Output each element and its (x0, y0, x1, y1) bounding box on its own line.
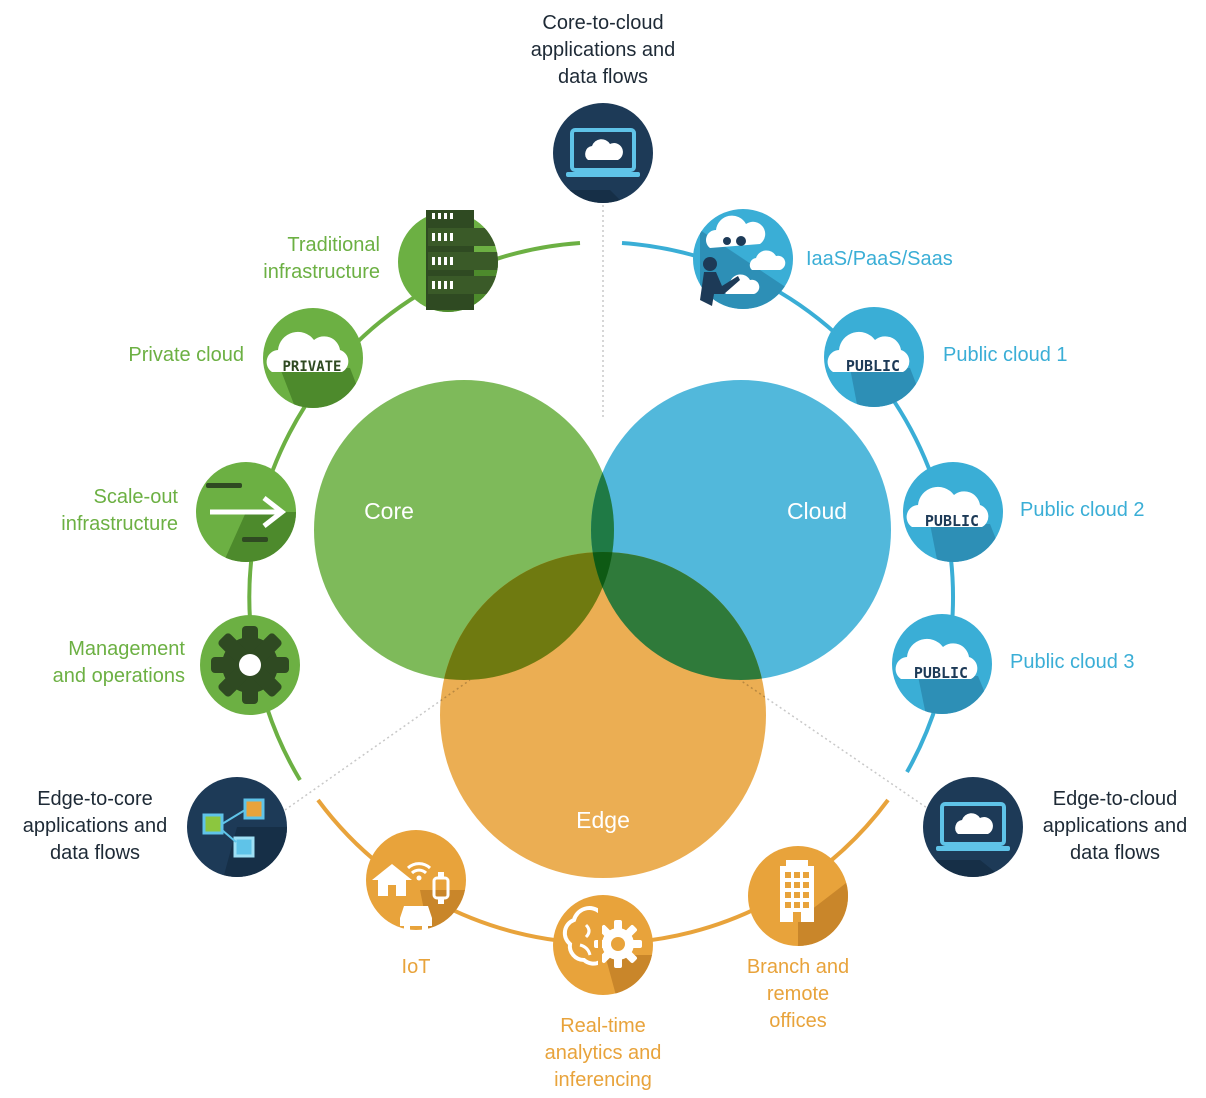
venn-overlaps (440, 380, 766, 680)
private-cloud-label: Private cloud (128, 344, 244, 366)
gear-icon (211, 626, 289, 704)
public-badge-text: PUBLIC (846, 357, 900, 375)
scale-out-label: Scale-out infrastructure (61, 486, 178, 535)
iot-node (366, 830, 466, 930)
private-badge-text: PRIVATE (282, 359, 341, 375)
public-cloud-1-node: PUBLIC (824, 307, 924, 407)
venn (314, 380, 891, 878)
brain-gear-icon (562, 906, 642, 968)
realtime-node (553, 895, 653, 995)
iot-label: IoT (401, 956, 431, 978)
core-label: Core (364, 498, 414, 524)
laptop-cloud-icon (936, 802, 1010, 851)
iaas-node (693, 209, 793, 309)
management-node (200, 615, 300, 715)
public-cloud-icon: PUBLIC (895, 638, 978, 682)
traditional-node (398, 210, 498, 312)
server-rack-icon (426, 210, 498, 310)
building-icon (780, 860, 814, 922)
management-label: Management and operations (52, 638, 185, 687)
realtime-label: Real-time analytics and inferencing (544, 1015, 662, 1091)
iaas-label: IaaS/PaaS/Saas (806, 248, 953, 270)
branch-node (748, 846, 848, 946)
branch-label: Branch and remote offices (746, 956, 850, 1032)
core-to-cloud-label: Core-to-cloud applications and data flow… (530, 12, 676, 88)
edge-to-core-node (187, 777, 287, 877)
public-badge-text: PUBLIC (914, 664, 968, 682)
core-to-cloud-node (553, 103, 653, 203)
edge-to-cloud-label: Edge-to-cloud applications and data flow… (1042, 788, 1188, 864)
public-cloud-icon: PUBLIC (906, 486, 989, 530)
public-cloud-3-node: PUBLIC (892, 614, 992, 714)
public-cloud-icon: PUBLIC (827, 331, 910, 375)
traditional-label: Traditional infrastructure (263, 234, 380, 283)
public-cloud-2-node: PUBLIC (903, 462, 1003, 562)
separator-lines (284, 205, 931, 811)
cubes-icon (202, 798, 265, 858)
edge-label: Edge (576, 807, 630, 833)
private-cloud-icon: PRIVATE (266, 331, 349, 375)
cloud-label: Cloud (787, 498, 847, 524)
arrow-right-icon (206, 483, 287, 542)
private-cloud-node: PRIVATE (263, 308, 363, 408)
public-cloud-3-label: Public cloud 3 (1010, 651, 1135, 673)
public-badge-text: PUBLIC (925, 512, 979, 530)
edge-to-core-label: Edge-to-core applications and data flows (22, 788, 168, 864)
scale-out-node (196, 462, 296, 562)
home-car-watch-icon (372, 862, 450, 930)
edge-to-cloud-node (923, 777, 1023, 877)
laptop-cloud-icon (566, 128, 640, 177)
public-cloud-2-label: Public cloud 2 (1020, 499, 1145, 521)
public-cloud-1-label: Public cloud 1 (943, 344, 1068, 366)
presenter-clouds-icon (700, 215, 786, 306)
